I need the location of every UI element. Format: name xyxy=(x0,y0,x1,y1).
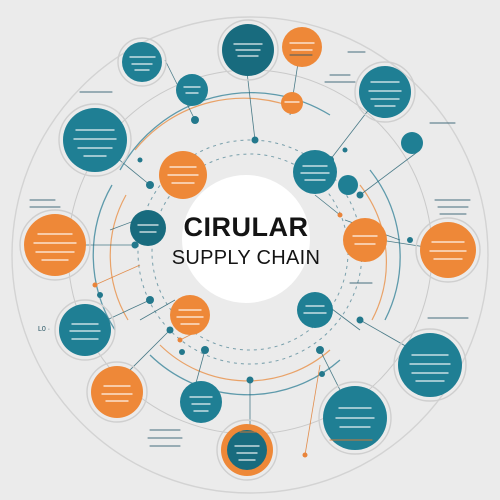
node-halo xyxy=(415,217,481,283)
node-top-right-orange xyxy=(282,27,322,67)
small-node xyxy=(146,181,154,189)
node-halo xyxy=(86,361,148,423)
small-node xyxy=(146,296,154,304)
small-node xyxy=(179,349,185,355)
node-inner-right-top xyxy=(338,175,358,195)
connector-line xyxy=(94,264,141,286)
connector-line xyxy=(359,149,421,196)
node-circle xyxy=(297,292,333,328)
node-halo xyxy=(54,299,116,361)
node-bottom-left-orange xyxy=(86,361,148,423)
node-circle xyxy=(122,42,162,82)
node-circle xyxy=(24,214,86,276)
node-circle xyxy=(91,366,143,418)
node-halo xyxy=(216,419,278,481)
node-circle xyxy=(180,381,222,423)
node-right-orange xyxy=(415,217,481,283)
node-circle xyxy=(401,132,423,154)
orbit-arc xyxy=(92,184,116,331)
connector-line xyxy=(139,299,176,321)
node-inner-top-left-orange xyxy=(159,151,207,199)
node-bottom-center-small xyxy=(180,381,222,423)
small-node xyxy=(177,337,183,343)
small-node xyxy=(316,346,324,354)
small-node xyxy=(166,326,174,334)
small-node xyxy=(137,157,143,163)
node-bottom-right xyxy=(318,381,392,455)
small-node xyxy=(337,212,343,218)
small-node xyxy=(92,282,98,288)
small-node xyxy=(302,452,308,458)
node-halo xyxy=(217,19,279,81)
node-left-orange xyxy=(19,209,91,281)
node-inner-left xyxy=(130,210,166,246)
node-circle xyxy=(130,210,166,246)
node-circle xyxy=(176,74,208,106)
small-node xyxy=(97,292,103,298)
orbit-arc xyxy=(159,344,331,382)
small-node xyxy=(342,147,348,153)
center-hub: CIRULAR SUPPLY CHAIN xyxy=(172,175,320,303)
small-node xyxy=(131,241,139,249)
node-circle xyxy=(282,27,322,67)
node-bottom-center-orange xyxy=(216,419,278,481)
small-node xyxy=(246,376,254,384)
orbit-arc xyxy=(149,354,341,396)
node-circle xyxy=(398,333,462,397)
node-top-center xyxy=(217,19,279,81)
small-node xyxy=(407,237,413,243)
node-top-center-small xyxy=(176,74,208,106)
small-node xyxy=(356,316,364,324)
node-halo xyxy=(58,103,132,177)
node-left-lower xyxy=(54,299,116,361)
node-inner-bottom-left-orange xyxy=(170,295,210,335)
node-circle xyxy=(343,218,387,262)
side-label: L0 · xyxy=(38,326,50,333)
orbit-arc xyxy=(109,194,129,321)
node-circle xyxy=(59,304,111,356)
node-inner-circle xyxy=(227,430,267,470)
node-right-lower xyxy=(393,328,467,402)
orbit-arc xyxy=(359,184,387,321)
title-line-2: SUPPLY CHAIN xyxy=(172,247,320,269)
connector-line xyxy=(304,364,321,456)
node-halo xyxy=(354,61,416,123)
node-inner-bottom-right xyxy=(297,292,333,328)
node-right-upper-small xyxy=(401,132,423,154)
node-circle xyxy=(281,92,303,114)
node-top-left xyxy=(117,37,167,87)
node-circle xyxy=(293,150,337,194)
node-left-upper xyxy=(58,103,132,177)
node-circle xyxy=(170,295,210,335)
node-halo xyxy=(19,209,91,281)
node-halo xyxy=(117,37,167,87)
title-line-1: CIRULAR xyxy=(184,212,309,242)
small-node xyxy=(251,136,259,144)
orbit-arc xyxy=(134,97,301,151)
node-inner-right-orange xyxy=(343,218,387,262)
outer-ring xyxy=(11,16,489,494)
caption-scribbles xyxy=(29,51,471,447)
node-circle xyxy=(338,175,358,195)
node-upper-right-small-orange xyxy=(281,92,303,114)
small-node xyxy=(191,116,199,124)
node-right-upper xyxy=(354,61,416,123)
node-circle xyxy=(420,222,476,278)
node-circle xyxy=(63,108,127,172)
center-circle xyxy=(182,175,310,303)
small-node xyxy=(356,191,364,199)
node-halo xyxy=(318,381,392,455)
connector-line xyxy=(314,194,341,216)
node-halo xyxy=(393,328,467,402)
small-node xyxy=(319,371,325,377)
node-inner-top-right xyxy=(293,150,337,194)
small-node xyxy=(201,346,209,354)
node-circle xyxy=(359,66,411,118)
